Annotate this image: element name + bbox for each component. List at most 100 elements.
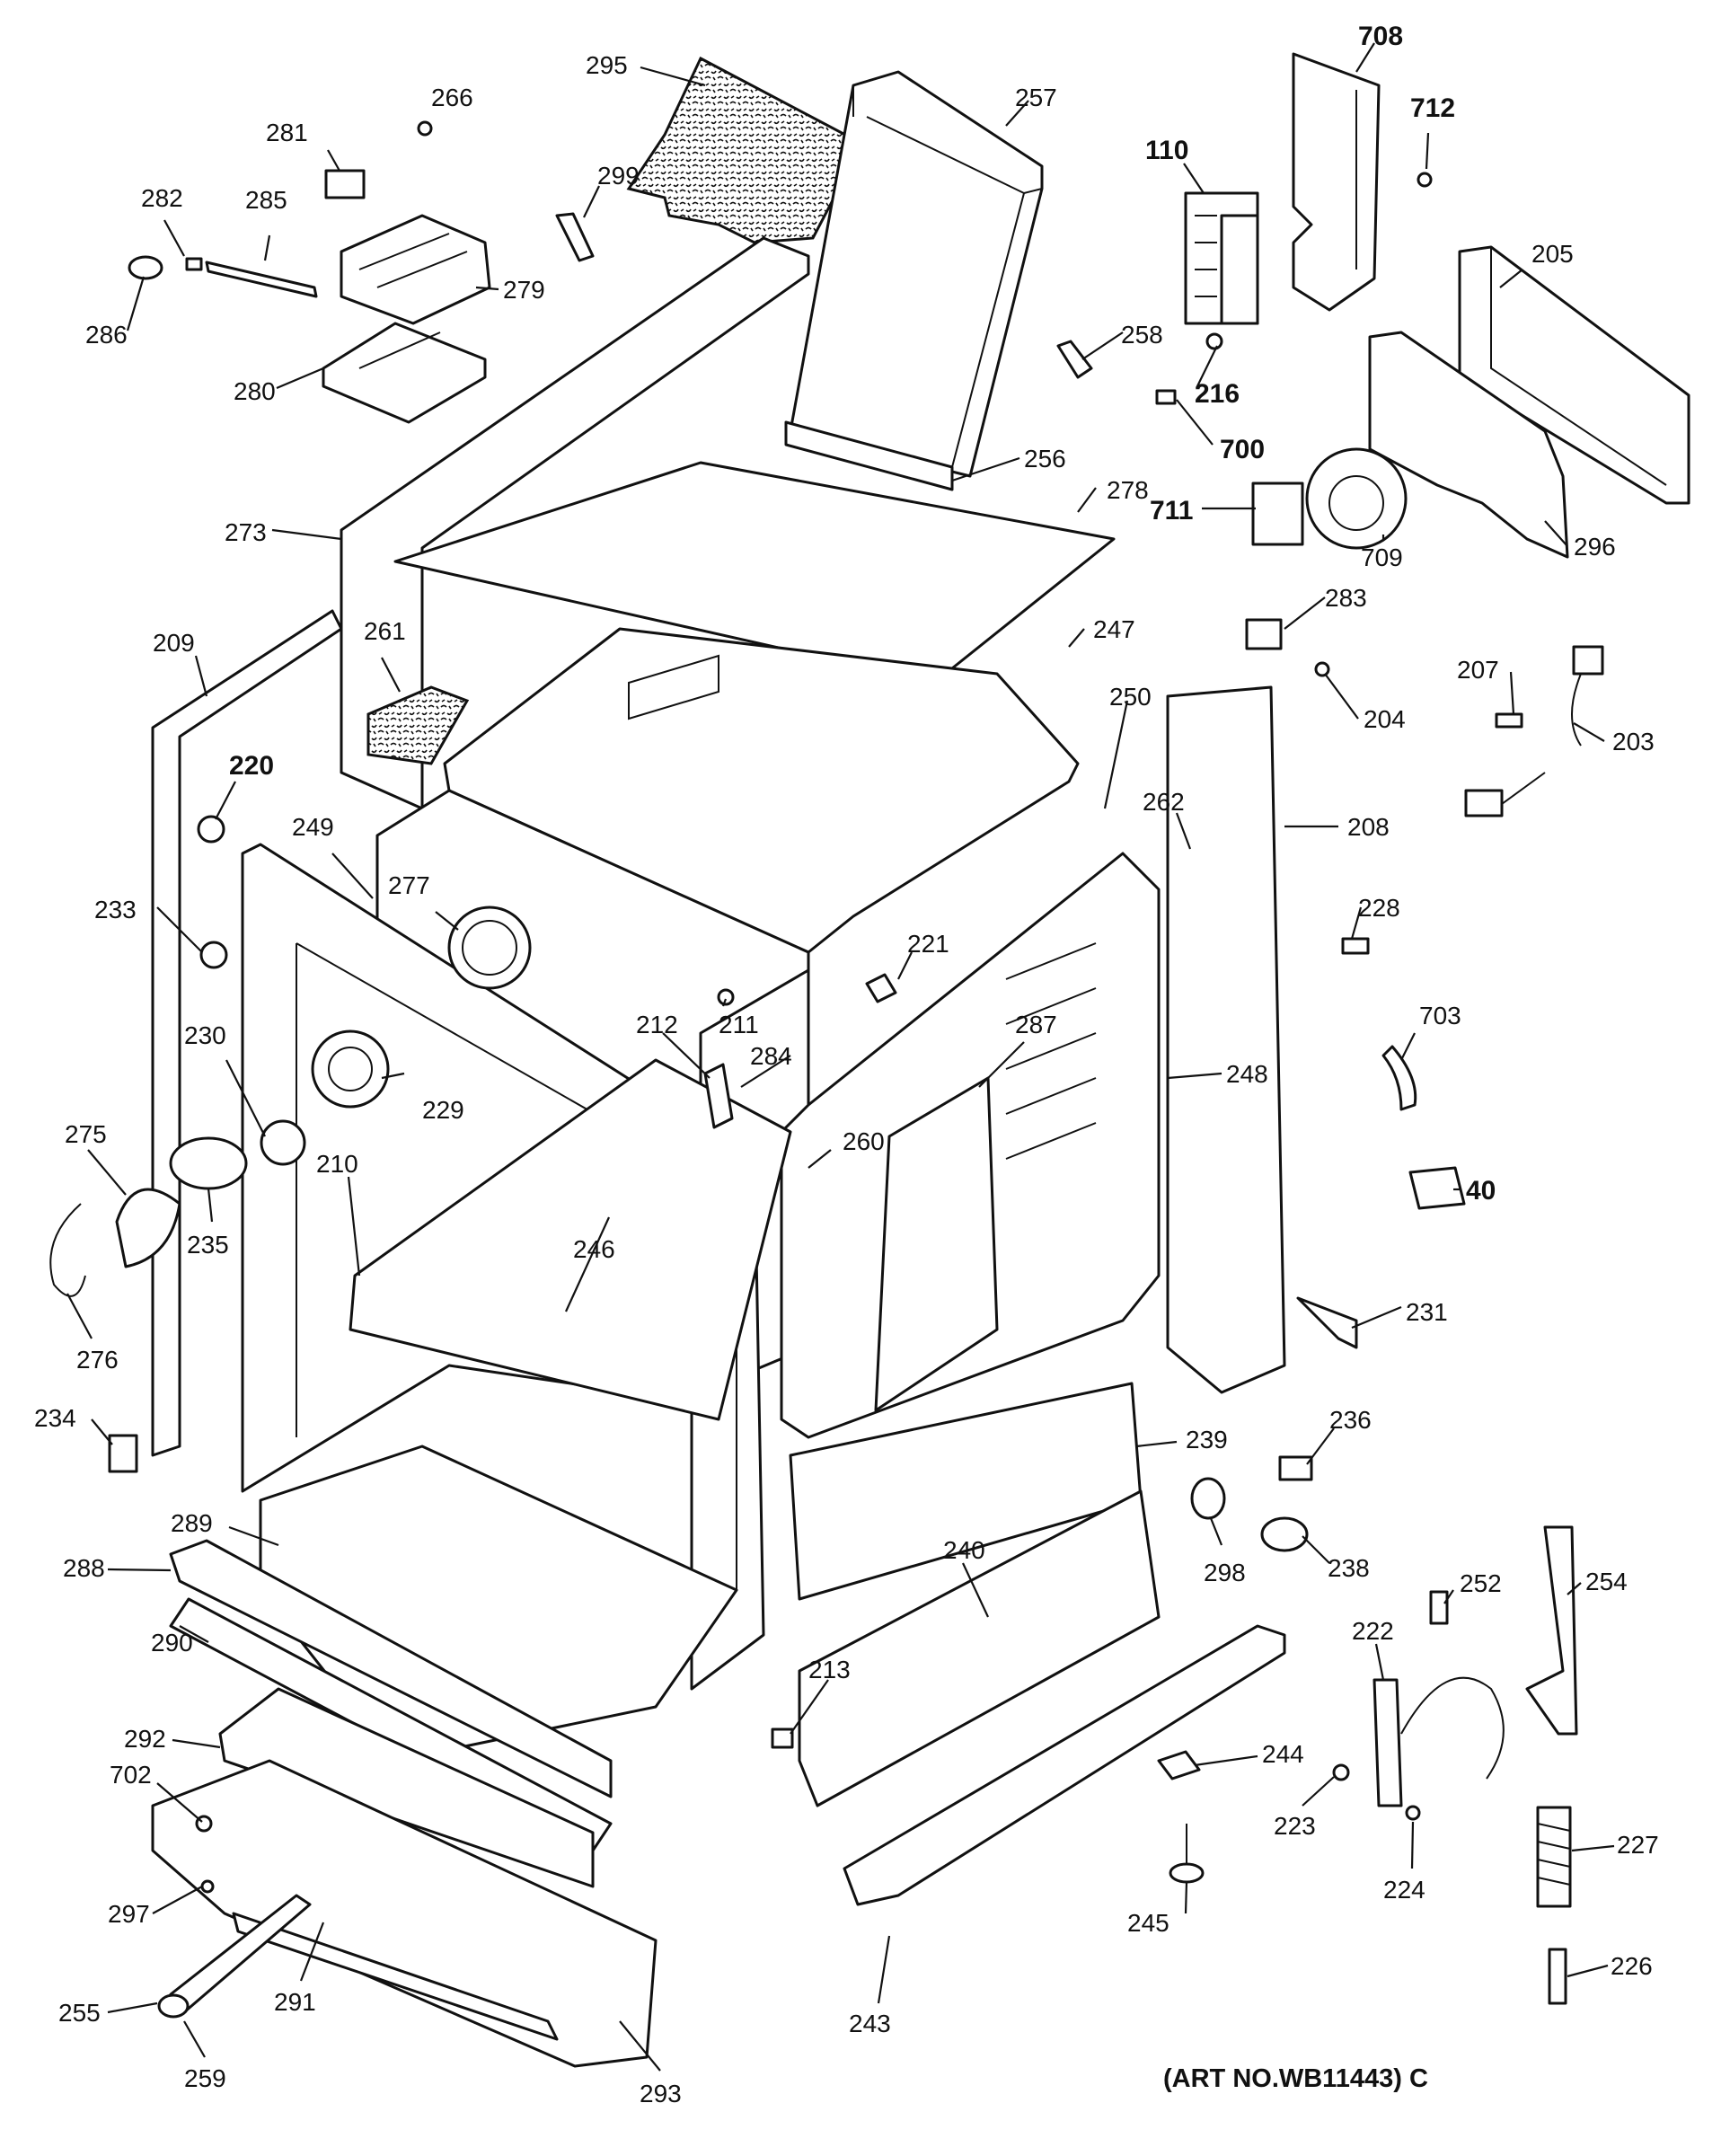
callout-249: 249: [292, 813, 334, 841]
callout-228: 228: [1358, 894, 1400, 922]
bracket-40-part: [1408, 1166, 1466, 1210]
clip-234-part: [108, 1434, 138, 1473]
callout-245: 245: [1127, 1909, 1170, 1937]
link-226-part: [1548, 1948, 1567, 2005]
callout-203: 203: [1612, 728, 1655, 755]
callout-235: 235: [187, 1231, 229, 1259]
vent-duct-257-part: [784, 70, 1044, 491]
knob-286-part: [128, 255, 163, 280]
callout-226: 226: [1611, 1952, 1653, 1980]
callout-288: 288: [63, 1554, 105, 1582]
callout-258: 258: [1121, 321, 1163, 349]
side-trim-209-part: [151, 609, 343, 1457]
bottom-trim-243-part: [843, 1624, 1286, 1906]
kick-panel-240-part: [798, 1489, 1161, 1807]
callout-231: 231: [1406, 1298, 1448, 1326]
callout-262: 262: [1143, 788, 1185, 816]
screw-297-part: [200, 1879, 215, 1894]
drawer-bottom-292-part: [218, 1687, 595, 1888]
clip-216-part: [1205, 332, 1223, 350]
callout-40: 40: [1466, 1176, 1496, 1206]
bracket-296-part: [1368, 331, 1569, 559]
callout-259: 259: [184, 2064, 226, 2092]
clip-213-part: [771, 1727, 794, 1749]
clip-283-part: [1245, 618, 1283, 650]
callout-266: 266: [431, 84, 473, 111]
callout-278: 278: [1107, 476, 1149, 504]
callout-212: 212: [636, 1011, 678, 1038]
callout-246: 246: [573, 1235, 615, 1263]
screw-220-part: [197, 815, 225, 844]
callout-276: 276: [76, 1346, 119, 1374]
clip-236-part: [1278, 1455, 1313, 1481]
lamp-socket-230-part: [260, 1119, 306, 1166]
bulb-235-part: [169, 1136, 248, 1190]
harness-203-part: [1464, 645, 1604, 817]
callout-224: 224: [1383, 1876, 1425, 1904]
callout-292: 292: [124, 1725, 166, 1753]
callout-222: 222: [1352, 1617, 1394, 1645]
leveler-255-part: [157, 1993, 190, 2019]
screw-211-part: [717, 988, 735, 1006]
insulation-295-part: [626, 56, 865, 244]
art-number: (ART NO.WB11443) C: [1163, 2064, 1428, 2093]
callout-295: 295: [586, 51, 628, 79]
callout-711: 711: [1150, 496, 1193, 526]
drawer-front-288-part: [169, 1539, 613, 1798]
callout-229: 229: [422, 1096, 464, 1124]
control-board-110-part: [1184, 191, 1259, 325]
valve-assembly-279-part: [205, 214, 491, 424]
callout-243: 243: [849, 2010, 891, 2037]
callout-252: 252: [1460, 1569, 1502, 1597]
cover-708-part: [1292, 52, 1381, 312]
hinge-254-part: [1525, 1525, 1578, 1736]
retainer-wire-276-part: [49, 1203, 86, 1297]
callout-260: 260: [843, 1127, 885, 1155]
callout-290: 290: [151, 1629, 193, 1657]
top-panel-278-part: [393, 461, 1116, 685]
clip-221-part: [865, 973, 897, 1003]
clip-298-part: [1190, 1477, 1226, 1520]
side-trim-208-part: [1166, 685, 1286, 1394]
clip-233-part: [199, 941, 228, 969]
clip-252-part: [1429, 1590, 1449, 1625]
callout-275: 275: [65, 1120, 107, 1148]
bracket-258-part: [1056, 340, 1093, 379]
callout-709: 709: [1361, 543, 1403, 571]
leveling-leg-245-part: [1169, 1824, 1205, 1884]
callout-256: 256: [1024, 445, 1066, 473]
callout-703: 703: [1419, 1002, 1461, 1029]
oven-bottom-246-part: [349, 1058, 792, 1421]
insulation-261-part: [366, 685, 470, 765]
callout-204: 204: [1364, 705, 1406, 733]
callout-299: 299: [597, 162, 640, 190]
callout-labels: 295 266 257 708 712 110 281 299 282 285 …: [34, 22, 1659, 2107]
callout-254: 254: [1585, 1568, 1628, 1595]
base-293-part: [151, 1759, 658, 2068]
callout-291: 291: [274, 1988, 316, 2016]
plate-711-part: [1251, 482, 1304, 546]
leader-lines: [66, 42, 1615, 2072]
clip-700-part: [1155, 389, 1177, 405]
callout-281: 281: [266, 119, 308, 146]
callout-257: 257: [1015, 84, 1057, 111]
callout-702: 702: [110, 1761, 152, 1789]
link-299-part: [555, 212, 595, 262]
callout-283: 283: [1325, 584, 1367, 612]
bracket-284-part: [703, 1063, 734, 1129]
callout-289: 289: [171, 1509, 213, 1537]
callout-216: 216: [1195, 379, 1240, 409]
callout-298: 298: [1204, 1559, 1246, 1586]
clip-228-part: [1341, 937, 1370, 955]
screw-223-part: [1332, 1763, 1350, 1781]
callout-239: 239: [1186, 1426, 1228, 1454]
callout-234: 234: [34, 1404, 76, 1432]
callout-248: 248: [1226, 1060, 1268, 1088]
callout-279: 279: [503, 276, 545, 304]
callout-221: 221: [907, 930, 949, 958]
burner-ring-709-part: [1305, 447, 1408, 550]
callout-210: 210: [316, 1150, 358, 1178]
callout-230: 230: [184, 1021, 226, 1049]
lamp-globe-275-part: [115, 1188, 181, 1268]
